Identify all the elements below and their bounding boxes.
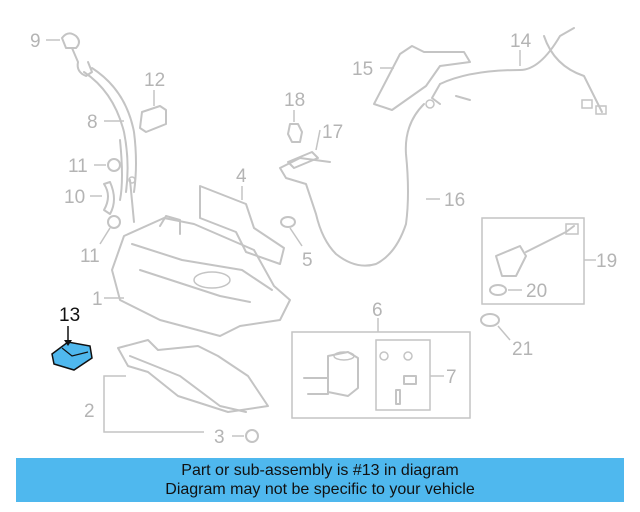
callout-14: 14: [510, 31, 532, 52]
callout-6: 6: [372, 300, 383, 321]
part-18-fitting: [287, 110, 303, 143]
part-4-heat-shield: [199, 185, 285, 265]
callout-2: 2: [84, 401, 95, 422]
callout-3: 3: [214, 427, 225, 448]
callout-9: 9: [30, 31, 41, 52]
part-5-grommet: [280, 216, 303, 247]
callout-16: 16: [444, 190, 465, 211]
callout-20: 20: [526, 281, 547, 302]
info-banner: Part or sub-assembly is #13 in diagram D…: [16, 458, 624, 502]
callout-8: 8: [87, 112, 98, 133]
callout-4: 4: [236, 166, 247, 187]
callout-21: 21: [512, 339, 533, 360]
callout-15: 15: [352, 59, 373, 80]
callout-17: 17: [322, 122, 343, 143]
callout-1: 1: [92, 289, 103, 310]
part-17-connector: [287, 129, 321, 169]
part-11-clamp-bottom: [99, 215, 121, 245]
part-15-bracket-arm: [373, 45, 471, 111]
callout-12: 12: [144, 70, 165, 91]
part-2-skid-plate: [103, 339, 269, 433]
callout-7: 7: [446, 367, 457, 388]
part-16-line: [279, 99, 440, 267]
callout-11-bottom: 11: [80, 246, 100, 267]
part-14-wiring-harness: [431, 27, 607, 115]
callout-18: 18: [284, 90, 305, 111]
part-9-8-filler-pipe: [61, 32, 137, 201]
part-3-nut: [232, 429, 259, 443]
box-19-sensor-assembly: [481, 217, 596, 305]
banner-line-2: Diagram may not be specific to your vehi…: [165, 481, 475, 498]
callout-13: 13: [59, 305, 80, 326]
part-11-clamp-top: [94, 158, 121, 172]
callout-11-top: 11: [68, 156, 88, 177]
part-12-bracket: [139, 90, 167, 133]
callout-5: 5: [302, 250, 313, 271]
parts-diagram: 9 8 12 11 10 11 1 2 3 4 5 13 15 14 18 17…: [30, 27, 617, 448]
part-20-washer: [489, 284, 522, 296]
part-21-seal: [480, 313, 511, 341]
part-10-hose: [90, 181, 115, 215]
callout-10: 10: [64, 187, 85, 208]
box-7-fastener-kit: [375, 339, 444, 411]
callout-19: 19: [596, 251, 617, 272]
part-1-fuel-tank: [104, 176, 291, 337]
banner-line-1: Part or sub-assembly is #13 in diagram: [181, 462, 459, 479]
part-13-highlighted-bracket: [51, 326, 93, 371]
box-6-canister-assembly: [291, 318, 471, 419]
